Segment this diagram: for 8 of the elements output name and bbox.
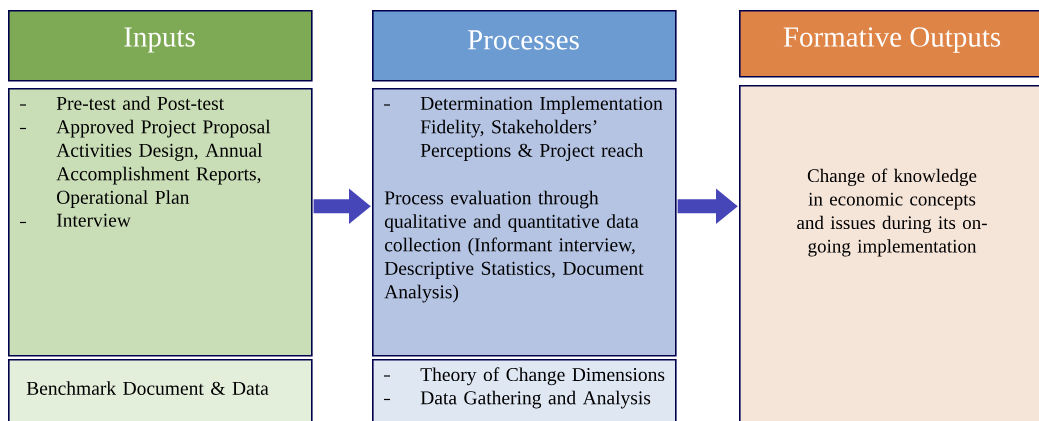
header-box: Formative Outputs [739,10,1039,78]
content-box: Determination Implementation Fidelity, Stakeholders’ Perceptions & Project reach Process evaluation through qualitative and quantitative data collection (Informant interview, Descriptive Statistics, Document Analysis) [372,88,677,357]
content-box: Theory of Change Dimensions Data Gathering and Analysis [372,359,677,421]
content-box: Change of knowledge in economic concepts and issues during its on-going implementation [739,85,1039,421]
content-box: Pre-test and Post-test Approved Project Proposal Activities Design, Annual Accomplishment Reports, Operational Plan Interview [8,88,313,357]
header-box: Processes [372,10,677,82]
content-box: Benchmark Document & Data [8,359,313,421]
header-box: Inputs [8,10,313,82]
